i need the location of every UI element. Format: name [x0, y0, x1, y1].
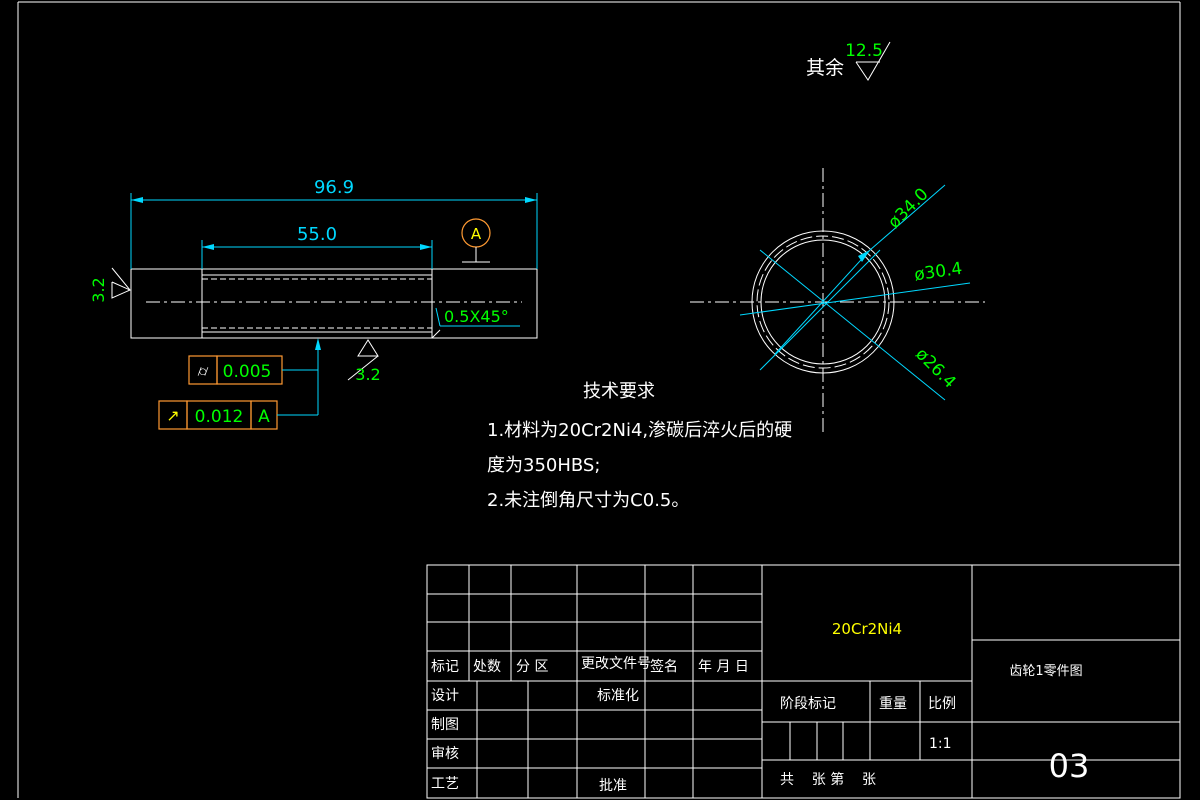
cylindricity-icon: ⌭ — [198, 362, 209, 380]
outer-dia-label: ø34.0 — [884, 184, 932, 232]
cylindricity-value: 0.005 — [223, 362, 272, 382]
tb-date: 年 月 日 — [698, 659, 749, 675]
chamfer-callout: 0.5X45° — [435, 307, 520, 327]
tb-review: 审核 — [431, 746, 459, 762]
tb-design: 设计 — [431, 688, 459, 704]
roughness-bottom: 3.2 — [347, 339, 381, 384]
tb-stage-mark: 阶段标记 — [780, 696, 836, 712]
runout-value: 0.012 — [195, 407, 244, 427]
cylindricity-frame: ⌭ 0.005 — [188, 355, 318, 385]
drawing-name: 齿轮1零件图 — [1009, 664, 1082, 679]
inner-dia-label: ø26.4 — [911, 344, 959, 392]
shaft-end-view: ø34.0 ø30.4 ø26.4 — [690, 168, 985, 436]
chamfer-label: 0.5X45° — [444, 307, 509, 326]
dim-overall-length: 96.9 — [130, 177, 538, 269]
roughness-other-value: 12.5 — [845, 41, 883, 61]
technical-notes: 技术要求 1.材料为20Cr2Ni4,渗碳后淬火后的硬 度为350HBS; 2.… — [487, 381, 792, 511]
tb-change-doc: 更改文件号 — [581, 656, 651, 672]
mid-dia-label: ø30.4 — [913, 259, 964, 286]
material-label: 20Cr2Ni4 — [832, 620, 902, 638]
roughness-other: 其余 12.5 — [806, 41, 891, 81]
roughness-other-label: 其余 — [806, 57, 844, 79]
notes-line-3: 2.未注倒角尺寸为C0.5。 — [487, 490, 689, 511]
tb-weight: 重量 — [879, 696, 907, 712]
notes-line-1: 1.材料为20Cr2Ni4,渗碳后淬火后的硬 — [487, 420, 792, 441]
tb-standardization: 标准化 — [597, 688, 639, 704]
runout-frame: ↗ 0.012 A — [158, 400, 318, 430]
tb-approval: 批准 — [599, 778, 627, 794]
spline-length-label: 55.0 — [297, 224, 337, 245]
tb-signature: 签名 — [650, 658, 678, 675]
title-block: 20Cr2Ni4 齿轮1零件图 03 标记 处数 分 区 更改文件号 签名 年 … — [426, 564, 1181, 799]
notes-title: 技术要求 — [583, 381, 655, 402]
roughness-bottom-value: 3.2 — [355, 365, 380, 384]
tb-count: 处数 — [473, 659, 501, 675]
tb-mark: 标记 — [431, 659, 459, 675]
tb-process: 工艺 — [431, 776, 459, 792]
runout-icon: ↗ — [166, 406, 179, 425]
datum-a-symbol: A — [461, 218, 491, 263]
tb-scale-label: 比例 — [928, 696, 956, 712]
tb-drafting: 制图 — [431, 717, 459, 733]
runout-datum: A — [258, 407, 270, 427]
roughness-left: 3.2 — [89, 267, 131, 303]
tolerance-leader — [315, 338, 321, 415]
tb-zone: 分 区 — [516, 659, 548, 675]
roughness-left-value: 3.2 — [89, 277, 108, 302]
drawing-number: 03 — [1049, 747, 1090, 785]
overall-length-label: 96.9 — [314, 177, 354, 198]
dim-spline-length: 55.0 — [201, 224, 433, 269]
tb-scale-value: 1:1 — [929, 736, 952, 752]
notes-line-2: 度为350HBS; — [487, 455, 600, 476]
shaft-side-view — [130, 268, 538, 339]
tb-sheets: 共 张 第 张 — [780, 771, 876, 788]
datum-a-label: A — [471, 225, 482, 243]
